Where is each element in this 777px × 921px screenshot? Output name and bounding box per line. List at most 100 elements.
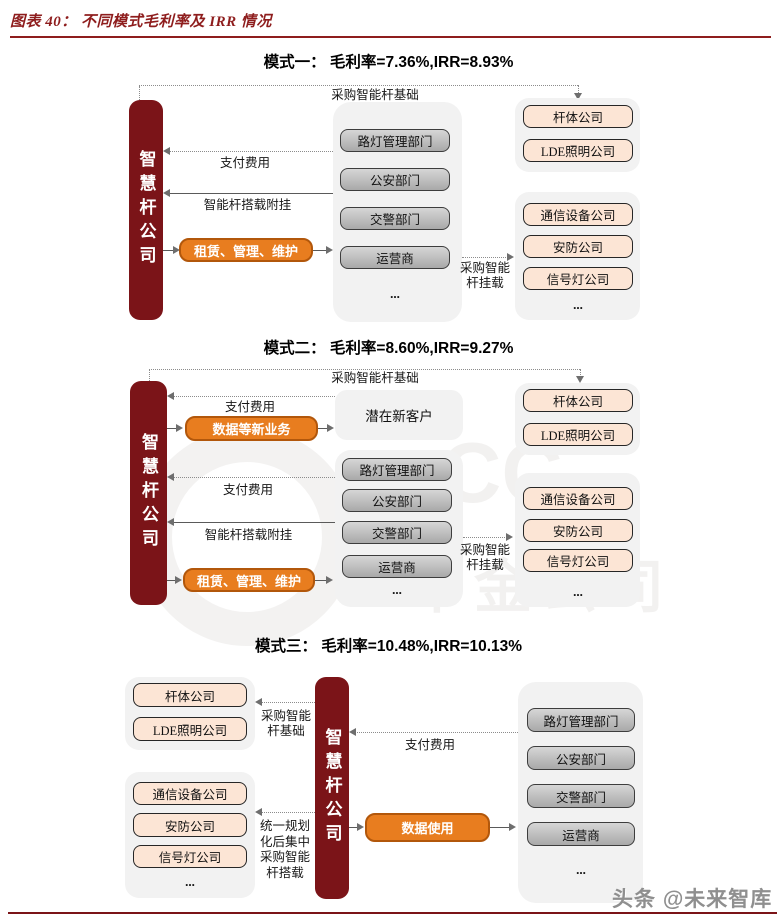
model3-pay-label: 支付费用: [404, 738, 455, 752]
model3-buy-base-label: 采购智能 杆基础: [254, 709, 318, 739]
model2-dotted-line: [463, 537, 507, 538]
model1-dotted-line: [139, 86, 140, 100]
label-line: 统一规划: [259, 819, 310, 833]
model1-dotted-line: [168, 151, 333, 152]
model1-supplier-box: 杆体公司: [523, 105, 633, 128]
arrowhead-right-icon: [506, 533, 513, 541]
model2-supplier-box: 安防公司: [523, 519, 633, 542]
model2-dotted-line: [172, 477, 335, 478]
model1-solid-line: [168, 193, 333, 194]
arrowhead-left-icon: [163, 147, 170, 155]
toutiao-watermark: 头条 @未来智库: [612, 888, 773, 911]
model3-suppliers-more: ...: [185, 874, 195, 889]
model2-dotted-line: [580, 369, 581, 377]
model1-dotted-line: [139, 85, 578, 86]
model3-solid-line: [349, 827, 360, 828]
model2-supplier-box: LDE照明公司: [523, 423, 633, 446]
model1-company-bar: 智慧杆公司: [129, 100, 163, 320]
arrowhead-left-icon: [349, 728, 356, 736]
arrowhead-left-icon: [163, 189, 170, 197]
model2-supplier-box: 杆体公司: [523, 389, 633, 412]
model1-buy-base-label: 采购智能杆基础: [331, 88, 419, 102]
model1-gov-box: 路灯管理部门: [340, 129, 450, 152]
model2-solid-line: [172, 522, 335, 523]
model3-data-use-box: 数据使用: [365, 813, 490, 842]
model1-mount-label: 智能杆搭载附挂: [203, 198, 292, 212]
model3-gov-box: 运营商: [527, 822, 635, 846]
label-line: 杆搭载: [266, 865, 304, 880]
model3-dotted-line: [260, 812, 315, 813]
model2-gov-box: 运营商: [342, 555, 452, 578]
arrowhead-left-icon: [167, 392, 174, 400]
label-line: 杆基础: [267, 724, 305, 738]
model1-dotted-line: [578, 85, 579, 95]
model3-supplier-box: 信号灯公司: [133, 845, 247, 868]
model2-mount-label: 智能杆搭载附挂: [204, 528, 293, 542]
model3-dotted-line: [354, 732, 518, 733]
model1-supplier-box: LDE照明公司: [523, 139, 633, 162]
model3-gov-box: 交警部门: [527, 784, 635, 808]
model2-pay-new-label: 支付费用: [224, 400, 275, 414]
model1-dotted-line: [462, 257, 508, 258]
model1-supplier-box: 信号灯公司: [523, 267, 633, 290]
arrowhead-right-icon: [326, 246, 333, 254]
model2-dotted-line: [172, 396, 335, 397]
model3-gov-more: ...: [576, 862, 586, 877]
model2-supplier-box: 信号灯公司: [523, 549, 633, 572]
model3-title: 模式三： 毛利率=10.48%,IRR=10.13%: [254, 638, 523, 655]
header-rule: [10, 36, 771, 38]
model1-buy-mount-label: 采购智能 杆挂载: [454, 261, 516, 291]
arrowhead-right-icon: [507, 253, 514, 261]
model2-gov-box: 公安部门: [342, 489, 452, 512]
arrowhead-right-icon: [175, 576, 182, 584]
model3-gov-box: 公安部门: [527, 746, 635, 770]
model2-company-label: 智慧杆公司: [139, 433, 158, 553]
model2-solid-line: [318, 428, 329, 429]
model2-solid-line: [167, 580, 179, 581]
label-line: 化后集中: [259, 834, 310, 849]
arrowhead-left-icon: [255, 808, 262, 816]
model3-dotted-line: [260, 702, 315, 703]
model2-pay-label: 支付费用: [222, 483, 273, 497]
arrowhead-left-icon: [167, 473, 174, 481]
arrowhead-right-icon: [327, 424, 334, 432]
model2-gov-box: 交警部门: [342, 521, 452, 544]
label-line: 杆挂载: [466, 276, 504, 290]
footer-rule: [8, 912, 777, 914]
model2-solid-line: [315, 580, 328, 581]
model3-gov-box: 路灯管理部门: [527, 708, 635, 732]
model1-solid-line: [313, 250, 327, 251]
model2-potential-customer-box: 潜在新客户: [335, 390, 463, 440]
label-line: 采购智能: [459, 543, 510, 557]
model2-company-bar: 智慧杆公司: [130, 381, 167, 605]
model2-dotted-line: [149, 369, 580, 370]
model2-buy-base-label: 采购智能杆基础: [331, 371, 419, 385]
model1-company-label: 智慧杆公司: [136, 150, 156, 270]
arrowhead-down-icon: [576, 376, 584, 383]
model2-supplier-box: 通信设备公司: [523, 487, 633, 510]
model1-gov-box: 公安部门: [340, 168, 450, 191]
model3-company-bar: 智慧杆公司: [315, 677, 349, 899]
label-line: 采购智能: [260, 709, 311, 723]
model2-dotted-line: [149, 369, 150, 381]
model2-solid-line: [167, 428, 179, 429]
arrowhead-right-icon: [357, 823, 364, 831]
model1-title: 模式一： 毛利率=7.36%,IRR=8.93%: [263, 54, 514, 71]
label-line: 杆挂载: [466, 558, 504, 572]
model3-unified-label: 统一规划 化后集中 采购智能 杆搭载: [252, 819, 318, 881]
label-line: 采购智能: [459, 261, 510, 275]
model2-title: 模式二： 毛利率=8.60%,IRR=9.27%: [263, 340, 514, 357]
model2-gov-box: 路灯管理部门: [342, 458, 452, 481]
model2-data-new-box: 数据等新业务: [185, 416, 318, 441]
model3-supplier-box: 安防公司: [133, 813, 247, 837]
model2-lease-box: 租赁、管理、维护: [183, 568, 315, 592]
arrowhead-down-icon: [574, 93, 582, 100]
arrowhead-left-icon: [255, 698, 262, 706]
arrowhead-right-icon: [509, 823, 516, 831]
model1-solid-line: [163, 250, 176, 251]
model2-suppliers-more: ...: [573, 584, 583, 599]
label-line: 采购智能: [259, 850, 310, 864]
model1-supplier-box: 通信设备公司: [523, 203, 633, 226]
model3-supplier-box: LDE照明公司: [133, 717, 247, 741]
model1-supplier-box: 安防公司: [523, 235, 633, 258]
